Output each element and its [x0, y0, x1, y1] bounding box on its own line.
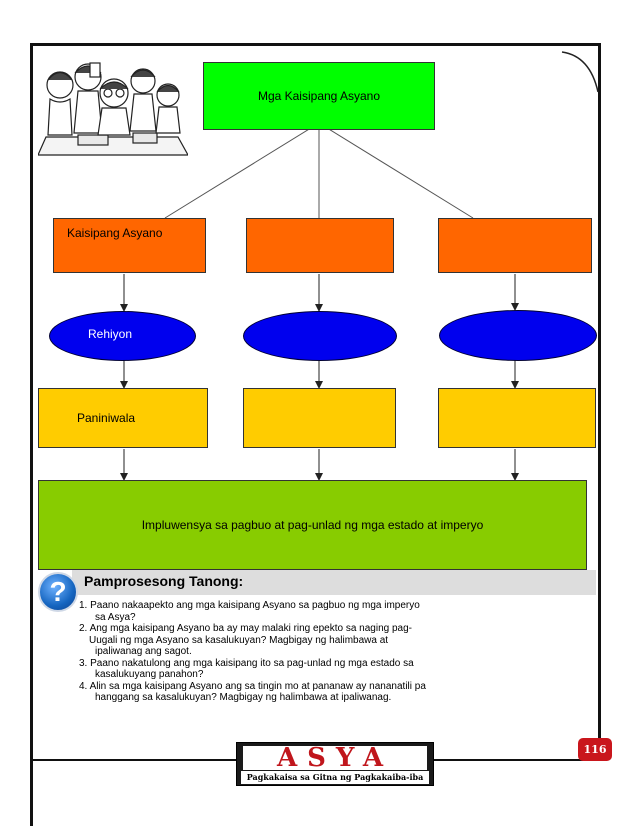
page-frame-top	[30, 43, 600, 46]
question-4-line-1: 4. Alin sa mga kaisipang Asyano ang sa t…	[79, 680, 426, 692]
question-1-line-1: 1. Paano nakaapekto ang mga kaisipang As…	[79, 600, 420, 611]
diagram-title-box: Mga Kaisipang Asyano	[203, 62, 435, 130]
question-2-line-3: ipaliwanag ang sagot.	[95, 646, 192, 657]
asya-banner-logo: ASYA Pagkakaisa sa Gitna ng Pagkakaiba-i…	[236, 742, 434, 786]
branch-1-ellipse: Rehiyon	[49, 311, 196, 361]
branch-2-ellipse	[243, 311, 397, 361]
branch-1-belief-box: Paniniwala	[38, 388, 208, 448]
branch-2-belief-box	[243, 388, 396, 448]
question-item: 2. Ang mga kaisipang Asyano ba ay may ma…	[79, 623, 539, 658]
questions-list: 1. Paano nakaapekto ang mga kaisipang As…	[79, 600, 539, 704]
students-illustration	[38, 62, 188, 156]
page-number-badge: 116	[578, 738, 612, 761]
page-corner-curl	[561, 51, 599, 93]
influence-box: Impluwensya sa pagbuo at pag-unlad ng mg…	[38, 480, 587, 570]
branch-3-ellipse	[439, 310, 597, 361]
branch-1-belief-label: Paniniwala	[77, 411, 136, 425]
branch-1-top-label: Kaisipang Asyano	[67, 226, 163, 240]
question-item: 3. Paano nakatulong ang mga kaisipang it…	[79, 658, 539, 681]
banner-title-panel: ASYA	[243, 743, 427, 773]
branch-3-top-box	[438, 218, 592, 273]
question-item: 4. Alin sa mga kaisipang Asyano ang sa t…	[79, 681, 539, 704]
branch-1-top-box: Kaisipang Asyano	[53, 218, 206, 273]
diagram-title: Mga Kaisipang Asyano	[257, 89, 381, 103]
banner-subtitle: Pagkakaisa sa Gitna ng Pagkakaiba-iba	[241, 771, 429, 784]
question-1-line-2: sa Asya?	[95, 611, 136, 623]
page-frame-left	[30, 43, 33, 826]
question-4-line-2: hanggang sa kasalukuyan? Magbigay ng hal…	[95, 692, 392, 703]
question-3-line-1: 3. Paano nakatulong ang mga kaisipang it…	[79, 657, 414, 669]
question-2-line-2: Uugali ng mga Asyano sa kasalukuyan? Mag…	[89, 634, 389, 646]
question-2-line-1: 2. Ang mga kaisipang Asyano ba ay may ma…	[79, 623, 412, 634]
branch-2-top-box	[246, 218, 394, 273]
question-item: 1. Paano nakaapekto ang mga kaisipang As…	[79, 600, 539, 623]
influence-label: Impluwensya sa pagbuo at pag-unlad ng mg…	[141, 518, 484, 532]
branch-1-ellipse-label: Rehiyon	[88, 327, 133, 341]
questions-header-bar	[72, 570, 596, 595]
branch-3-belief-box	[438, 388, 596, 448]
questions-title: Pamprosesong Tanong:	[84, 573, 244, 589]
question-3-line-2: kasalukuyang panahon?	[95, 669, 204, 680]
question-icon: ?	[38, 572, 78, 612]
banner-word: ASYA	[276, 743, 394, 773]
page-frame-right	[598, 43, 601, 761]
